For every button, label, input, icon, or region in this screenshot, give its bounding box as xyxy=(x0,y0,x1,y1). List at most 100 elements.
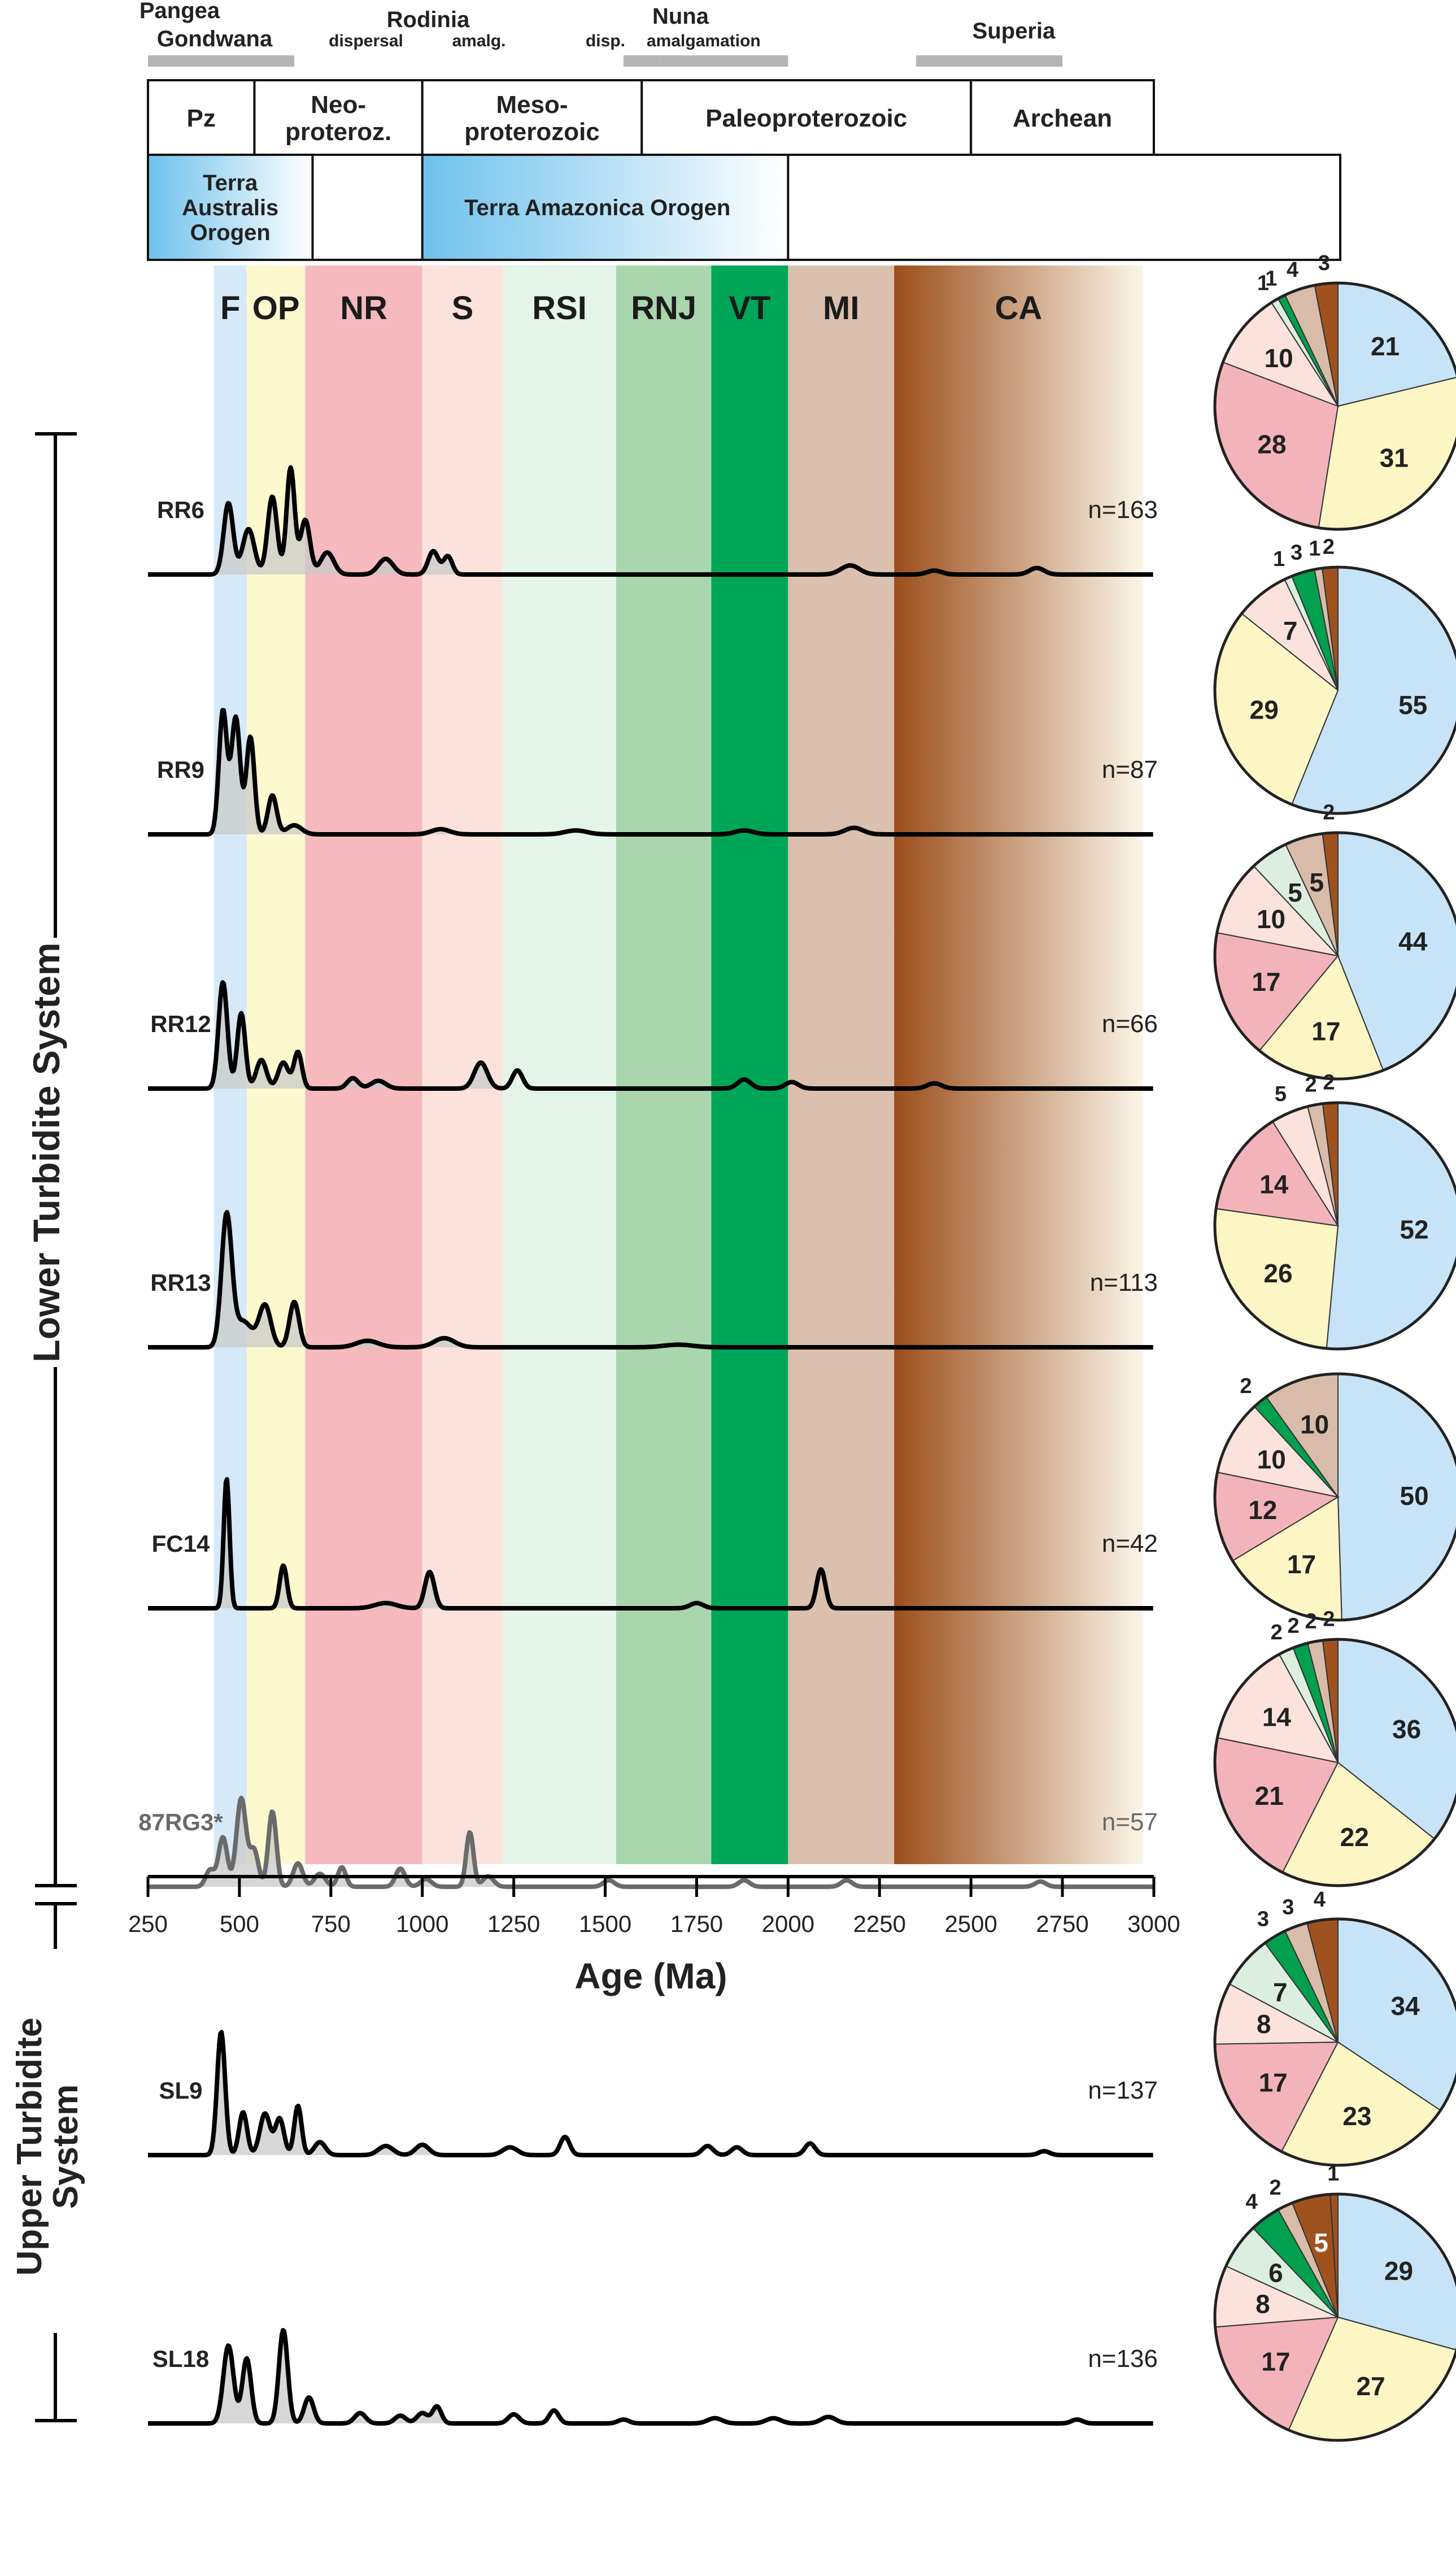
x-tick-label: 2750 xyxy=(1036,1910,1088,1937)
sample-count: n=42 xyxy=(1102,1530,1158,1557)
province-band xyxy=(422,266,503,1864)
sample-count: n=66 xyxy=(1102,1010,1158,1038)
sample-count: n=163 xyxy=(1088,496,1158,524)
province-label: CA xyxy=(995,290,1042,327)
kde-curve-RR12 xyxy=(146,980,1154,1091)
pie-slice-label: 23 xyxy=(1342,2101,1371,2131)
sample-label: 87RG3* xyxy=(138,1809,223,1835)
pie-outline xyxy=(1213,1638,1456,1887)
pie-outline xyxy=(1213,831,1456,1081)
era-label: Meso- xyxy=(496,91,568,119)
pie-slice-label: 4 xyxy=(1245,2190,1257,2214)
pie-slice-label: 31 xyxy=(1380,443,1409,473)
pie-slice-label: 8 xyxy=(1257,2009,1271,2039)
pie-slice-label: 17 xyxy=(1252,967,1280,996)
era-label: Pz xyxy=(187,105,216,132)
supercontinent-bar xyxy=(916,55,1063,67)
pie-slice-label: 5 xyxy=(1288,878,1302,907)
pie-slice-label: 1 xyxy=(1257,272,1269,295)
sample-count: n=57 xyxy=(1102,1808,1158,1836)
pie-slice-label: 44 xyxy=(1398,927,1428,956)
supercontinent-bar xyxy=(148,55,295,67)
province-label: NR xyxy=(340,290,387,327)
sample-count: n=136 xyxy=(1088,2345,1158,2373)
orogen-box xyxy=(147,154,314,261)
pie-slice-label: 27 xyxy=(1357,2371,1385,2401)
pie-slice-label: 2 xyxy=(1323,1607,1335,1631)
sample-label: RR12 xyxy=(150,1011,211,1037)
orogen-label: Terra Amazonica Orogen xyxy=(464,195,730,220)
pie-slice-label: 3 xyxy=(1291,541,1302,565)
pie-slice-label: 10 xyxy=(1257,1445,1286,1474)
supercontinent-label: disp. xyxy=(586,32,625,50)
group-label-upper: System xyxy=(46,2084,85,2209)
pie-slice-label: 4 xyxy=(1287,258,1298,282)
kde-curve-SL18 xyxy=(146,2328,1154,2426)
supercontinent-label: amalg. xyxy=(452,32,505,50)
pie-slice-label: 17 xyxy=(1261,2347,1290,2376)
pie-slice-label: 2 xyxy=(1270,2176,1281,2200)
supercontinent-label: amalgamation xyxy=(647,32,761,50)
pie-RR9 xyxy=(1213,565,1456,815)
x-tick-label: 3000 xyxy=(1127,1910,1180,1937)
pie-slice-label: 2 xyxy=(1323,1070,1335,1094)
pie-slice-label: 7 xyxy=(1283,616,1298,645)
pie-slice-label: 2 xyxy=(1305,1609,1317,1633)
pie-slice-label: 50 xyxy=(1400,1481,1429,1511)
era-label: Archean xyxy=(1013,105,1112,132)
province-band xyxy=(894,266,1143,1864)
x-tick-label: 750 xyxy=(311,1910,351,1937)
pie-slice-label: 5 xyxy=(1309,868,1324,897)
pie-slice-label: 22 xyxy=(1340,1822,1369,1852)
kde-curve-FC14 xyxy=(146,1477,1154,1611)
pie-slice-label: 2 xyxy=(1323,536,1335,559)
pie-slice-label: 14 xyxy=(1262,1703,1292,1732)
sample-label: RR9 xyxy=(157,756,204,783)
orogen-label: Orogen xyxy=(190,220,271,245)
x-tick-label: 2000 xyxy=(762,1910,814,1937)
pie-outline xyxy=(1213,1372,1456,1622)
supercontinent-label: dispersal xyxy=(329,32,403,50)
kde-curve-RR6 xyxy=(146,465,1154,577)
supercontinent-label: Rodinia xyxy=(387,7,470,32)
orogen-label: Terra xyxy=(203,171,258,195)
province-label: OP xyxy=(252,290,300,327)
pie-slice-label: 2 xyxy=(1240,1374,1252,1398)
pie-slice-label: 52 xyxy=(1400,1215,1428,1244)
pie-outline xyxy=(1213,2192,1456,2442)
era-box xyxy=(421,79,643,156)
kde-fill-SL18 xyxy=(148,2330,495,2423)
supercontinent-bar xyxy=(623,55,660,67)
pie-slice-label: 3 xyxy=(1282,1896,1294,1920)
era-label: proterozoic xyxy=(464,118,600,146)
pie-slice-label: 1 xyxy=(1309,537,1320,560)
pie-RR13 xyxy=(1213,1101,1456,1351)
era-label: proteroz. xyxy=(285,118,391,146)
pie-slice-label: 1 xyxy=(1327,2162,1339,2186)
x-tick-label: 500 xyxy=(220,1910,259,1937)
sample-count: n=87 xyxy=(1102,756,1158,784)
pie-slice-label: 1 xyxy=(1265,267,1277,291)
kde-curve-SL9 xyxy=(146,2030,1154,2157)
pie-SL18 xyxy=(1213,2192,1456,2442)
era-label: Paleoproterozoic xyxy=(705,105,907,132)
orogen-box xyxy=(421,154,790,261)
pie-slice-label: 29 xyxy=(1384,2256,1413,2286)
x-tick-label: 250 xyxy=(128,1910,168,1937)
pie-slice-label: 5 xyxy=(1275,1082,1287,1106)
pie-outline xyxy=(1213,1917,1456,2167)
pie-slice-label: 1 xyxy=(1273,547,1285,571)
sample-label: SL9 xyxy=(159,2077,202,2104)
pie-outline xyxy=(1213,565,1456,815)
kde-fill-RR9 xyxy=(148,710,495,834)
pie-slice-label: 17 xyxy=(1311,1016,1340,1046)
pie-slice-label: 29 xyxy=(1250,695,1279,724)
pie-RR6 xyxy=(1213,281,1456,531)
supercontinent-label: Superia xyxy=(973,19,1056,43)
pie-SL9 xyxy=(1213,1917,1456,2167)
pie-slice-label: 5 xyxy=(1314,2228,1328,2257)
supercontinent-label: Gondwana xyxy=(157,27,273,51)
group-label-lower: Lower Turbidite System xyxy=(25,942,67,1362)
